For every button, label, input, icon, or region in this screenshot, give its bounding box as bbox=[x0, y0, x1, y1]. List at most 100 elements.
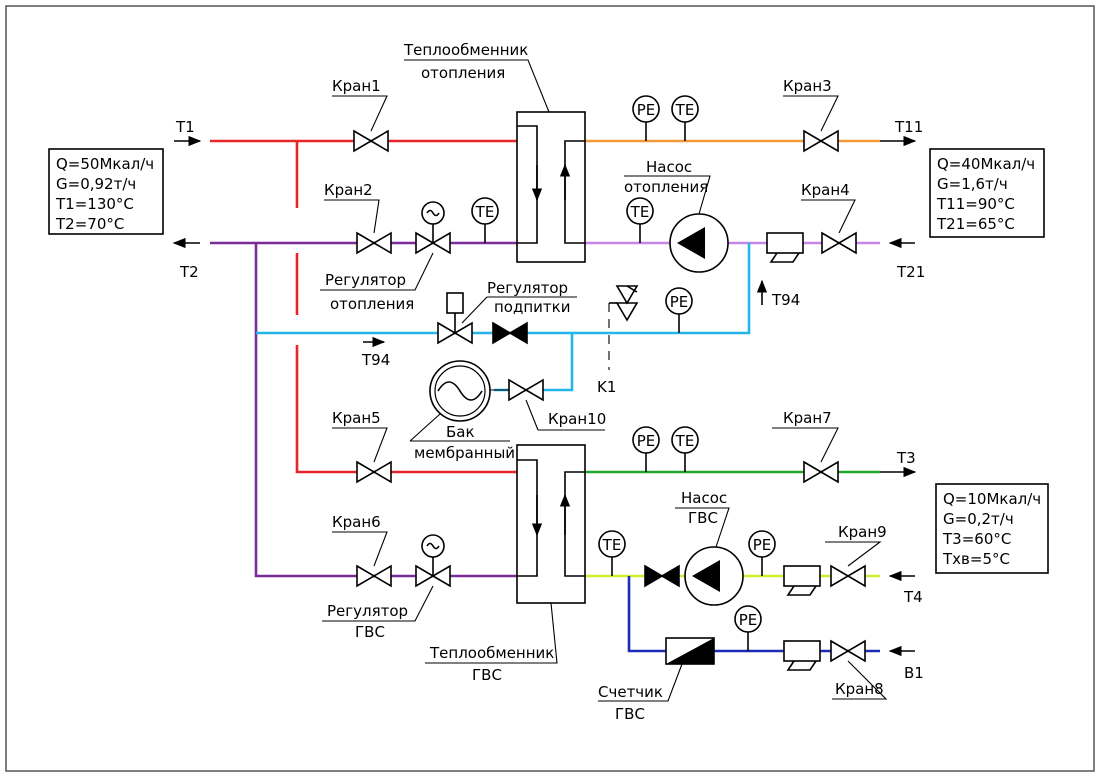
info-left-line3: T1=130°С bbox=[55, 195, 134, 213]
temperature-sensor-t21[interactable]: TE bbox=[626, 197, 654, 243]
info-box-left: Q=50Мкал/ч G=0,92т/ч T1=130°С T2=70°С bbox=[48, 148, 164, 235]
pump-dhw[interactable] bbox=[684, 546, 744, 606]
label-kran7: Кран7 bbox=[783, 409, 832, 427]
label-t94-left: T94 bbox=[361, 351, 390, 369]
label-kran9: Кран9 bbox=[838, 523, 887, 541]
label-pump-dhw-line2: ГВС bbox=[688, 509, 718, 527]
label-t94-right: T94 bbox=[771, 291, 800, 309]
label-pump-heating-line1: Насос bbox=[646, 158, 692, 176]
valve-kran10[interactable] bbox=[508, 378, 544, 402]
drawing-frame bbox=[5, 5, 1095, 772]
info-left-line2: G=0,92т/ч bbox=[56, 175, 136, 193]
pressure-sensor-t11-label: PE bbox=[637, 101, 656, 119]
label-t4: T4 bbox=[903, 588, 923, 606]
valve-kran5[interactable] bbox=[356, 460, 392, 484]
label-k1: K1 bbox=[597, 378, 616, 396]
label-tank-line1: Бак bbox=[446, 423, 475, 441]
label-t11: T11 bbox=[894, 118, 923, 136]
label-reg-heating-line1: Регулятор bbox=[325, 271, 406, 289]
info-right-bottom-line1: Q=10Мкал/ч bbox=[943, 490, 1041, 508]
heat-exchanger-dhw[interactable] bbox=[516, 444, 586, 604]
water-meter-dhw[interactable] bbox=[665, 637, 715, 665]
temperature-sensor-t21-label: TE bbox=[630, 203, 650, 221]
info-right-bottom-line4: Tхв=5°С bbox=[942, 550, 1010, 568]
label-t2: T2 bbox=[179, 263, 199, 281]
info-left-line4: T2=70°С bbox=[55, 215, 124, 233]
pump-heating[interactable] bbox=[669, 213, 729, 273]
label-kran5: Кран5 bbox=[332, 409, 381, 427]
valve-kran7[interactable] bbox=[803, 460, 839, 484]
temperature-sensor-t3[interactable]: TE bbox=[671, 426, 699, 472]
valve-kran4[interactable] bbox=[821, 231, 857, 255]
label-hx-heating-line1: Теплообменник bbox=[403, 41, 528, 59]
filter-dhw-circulation[interactable] bbox=[783, 565, 821, 596]
label-meter-line1: Счетчик bbox=[598, 683, 663, 701]
label-hx-dhw-line1: Теплообменник bbox=[429, 644, 554, 662]
info-box-right-bottom: Q=10Мкал/ч G=0,2т/ч T3=60°С Tхв=5°С bbox=[935, 483, 1049, 574]
label-reg-heating-line2: отопления bbox=[330, 295, 414, 313]
label-kran10: Кран10 bbox=[548, 410, 606, 428]
pressure-sensor-t4[interactable]: PE bbox=[748, 530, 776, 576]
heat-exchanger-heating[interactable] bbox=[516, 111, 586, 263]
valve-kran1[interactable] bbox=[353, 129, 389, 153]
temperature-sensor-t4-label: TE bbox=[602, 536, 622, 554]
check-valve-dhw[interactable] bbox=[644, 564, 680, 588]
label-reg-makeup-line2: подпитки bbox=[494, 298, 570, 316]
valve-kran2[interactable] bbox=[356, 231, 392, 255]
label-kran2: Кран2 bbox=[324, 181, 373, 199]
regulator-valve-dhw[interactable] bbox=[415, 534, 451, 588]
info-box-right-top: Q=40Мкал/ч G=1,6т/ч T11=90°С T21=65°С bbox=[929, 148, 1045, 238]
temperature-sensor-t3-label: TE bbox=[675, 432, 695, 450]
valve-kran3[interactable] bbox=[803, 129, 839, 153]
component-labels: Теплообменник отопления Насос отопления … bbox=[320, 41, 730, 723]
label-meter-line2: ГВС bbox=[615, 705, 645, 723]
info-left-line1: Q=50Мкал/ч bbox=[56, 155, 154, 173]
valve-kran9[interactable] bbox=[830, 564, 866, 588]
filter-cold-water[interactable] bbox=[783, 640, 821, 671]
label-reg-makeup-line1: Регулятор bbox=[487, 279, 568, 297]
label-b1: B1 bbox=[904, 664, 924, 682]
temperature-sensor-t4[interactable]: TE bbox=[598, 530, 626, 576]
label-kran6: Кран6 bbox=[332, 513, 381, 531]
safety-valve[interactable] bbox=[609, 285, 639, 322]
pressure-sensor-t94-label: PE bbox=[670, 293, 689, 311]
valve-labels: Кран1 Кран2 Кран3 Кран4 Кран5 Кран6 Кран… bbox=[324, 77, 888, 700]
label-tank-line2: мембранный bbox=[414, 444, 515, 462]
regulator-valve-makeup[interactable] bbox=[437, 292, 473, 345]
pressure-sensor-b1[interactable]: PE bbox=[734, 605, 762, 651]
pressure-sensor-t3[interactable]: PE bbox=[632, 426, 660, 472]
check-valve-makeup[interactable] bbox=[492, 321, 528, 345]
pressure-sensor-t11[interactable]: PE bbox=[632, 95, 660, 141]
label-hx-heating-line2: отопления bbox=[421, 64, 505, 82]
pressure-sensor-t94[interactable]: PE bbox=[665, 287, 693, 333]
label-t21: T21 bbox=[896, 263, 925, 281]
label-pump-dhw-line1: Насос bbox=[681, 489, 727, 507]
temperature-sensor-t2[interactable]: TE bbox=[471, 197, 499, 243]
info-right-top-line1: Q=40Мкал/ч bbox=[937, 155, 1035, 173]
label-kran1: Кран1 bbox=[332, 77, 381, 95]
regulator-valve-heating[interactable] bbox=[415, 201, 451, 255]
valve-kran8[interactable] bbox=[830, 639, 866, 663]
pressure-sensor-b1-label: PE bbox=[739, 611, 758, 629]
temperature-sensor-t11[interactable]: TE bbox=[671, 95, 699, 141]
info-right-bottom-line2: G=0,2т/ч bbox=[943, 510, 1014, 528]
info-right-top-line2: G=1,6т/ч bbox=[937, 175, 1008, 193]
pressure-sensor-t4-label: PE bbox=[753, 536, 772, 554]
label-kran4: Кран4 bbox=[801, 181, 850, 199]
temperature-sensor-t2-label: TE bbox=[475, 203, 495, 221]
label-reg-dhw-line2: ГВС bbox=[355, 623, 385, 641]
label-pump-heating-line2: отопления bbox=[624, 178, 708, 196]
label-kran3: Кран3 bbox=[783, 77, 832, 95]
pressure-sensor-t3-label: PE bbox=[637, 432, 656, 450]
info-right-bottom-line3: T3=60°С bbox=[942, 530, 1011, 548]
info-right-top-line4: T21=65°С bbox=[936, 215, 1015, 233]
valve-kran6[interactable] bbox=[356, 564, 392, 588]
membrane-tank[interactable] bbox=[429, 360, 491, 422]
pipe-t94-makeup bbox=[256, 243, 751, 392]
temperature-sensor-t11-label: TE bbox=[675, 101, 695, 119]
label-t1: T1 bbox=[175, 118, 195, 136]
label-reg-dhw-line1: Регулятор bbox=[327, 602, 408, 620]
filter-heating[interactable] bbox=[766, 232, 804, 263]
